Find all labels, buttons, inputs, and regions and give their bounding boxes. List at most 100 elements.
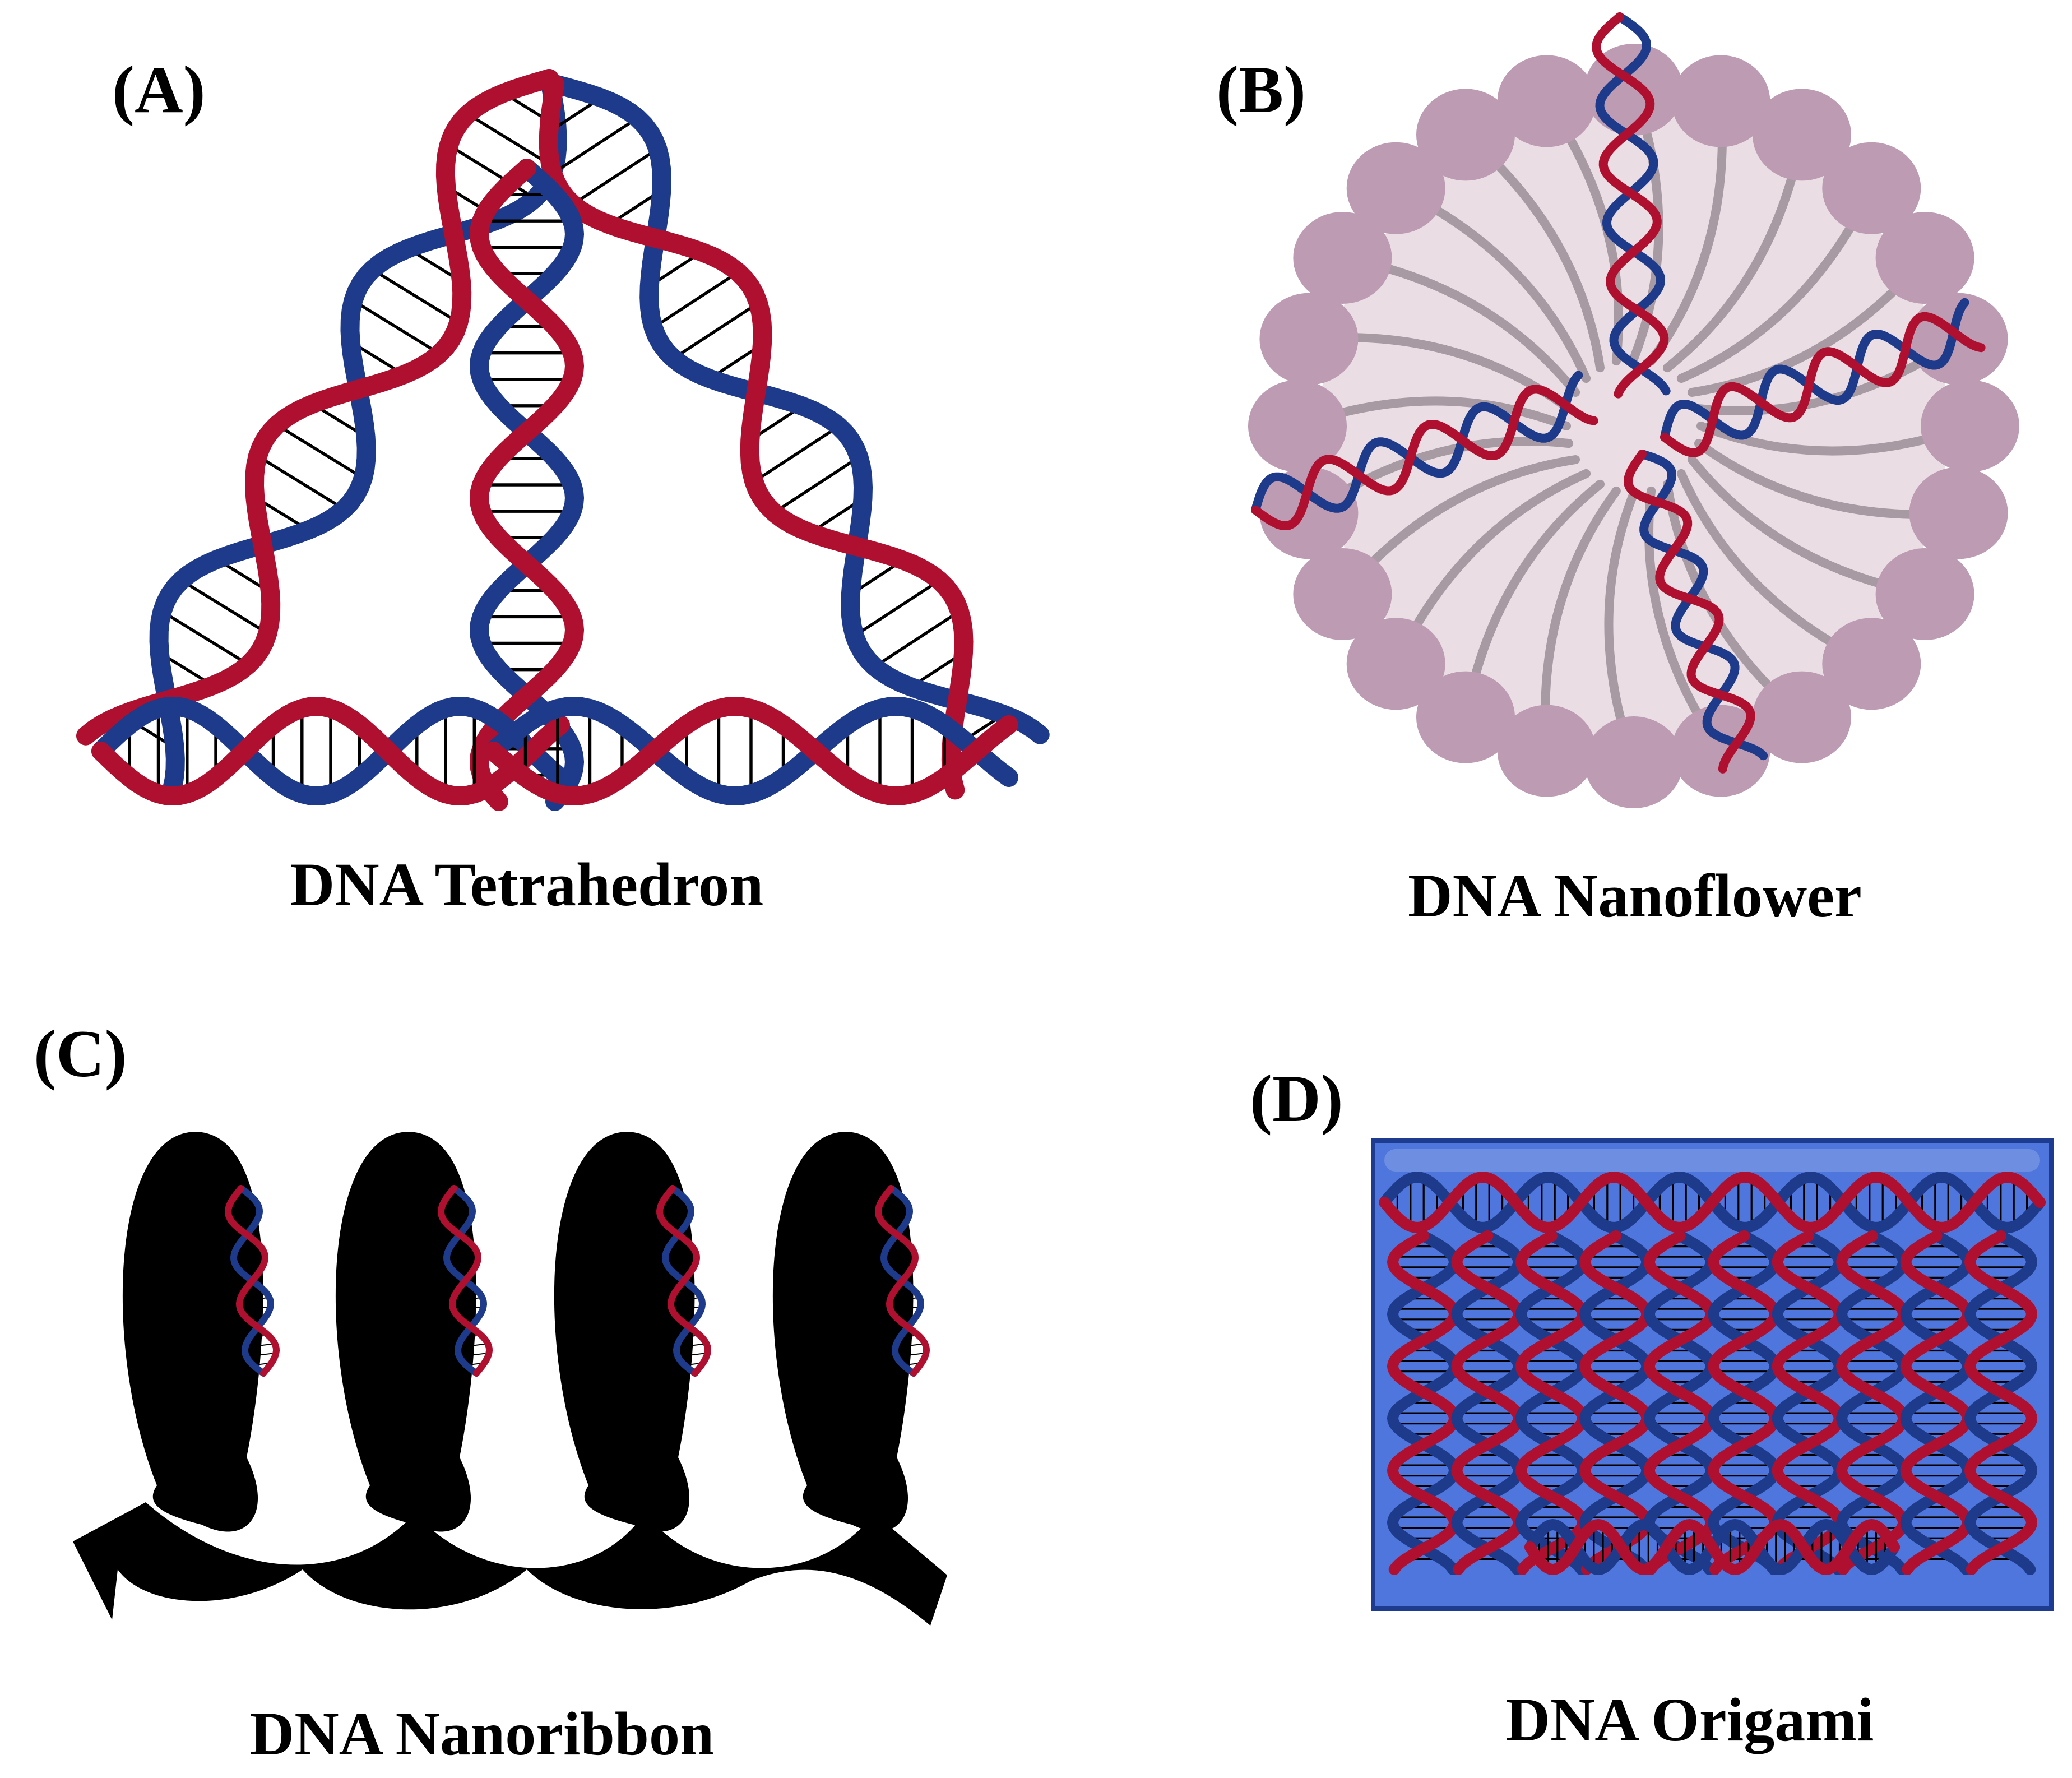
edge-base-left-helix (91, 697, 570, 805)
panel-d: (D) DNA Origami (1250, 1061, 2054, 1754)
dna-strand-right (1660, 298, 1986, 457)
ribbon-inner-edge (155, 1186, 231, 1436)
ribbon-dna (225, 1185, 280, 1377)
ribbon-outer-loop (772, 1132, 914, 1532)
lipid-head (1416, 671, 1515, 763)
base-pairs (660, 1196, 708, 1366)
panel-b-letter: (B) (1216, 52, 1306, 127)
base-pairs (1538, 1526, 1886, 1568)
ribbon-outer-loop (335, 1132, 476, 1532)
edge-left-helix (76, 69, 567, 799)
panel-c-letter: (C) (34, 1016, 127, 1091)
base-pairs (128, 708, 505, 794)
lipid-head (1822, 618, 1921, 710)
strand-red (438, 1185, 493, 1377)
lipid-head (1248, 380, 1347, 472)
strand-red (1387, 1230, 1460, 1575)
panel-b: (B) DNA Nanoflower (1216, 12, 2019, 930)
base-pairs (878, 1196, 926, 1366)
strand-blue (1251, 371, 1583, 515)
base-pairs (1971, 1245, 2031, 1560)
lipid-head (1921, 380, 2019, 472)
origami-column-helix (1708, 1230, 1781, 1575)
lipid-head (1875, 548, 1974, 640)
strand-blue (91, 697, 570, 805)
strand-blue (1964, 1230, 2037, 1575)
lipid-head (1346, 142, 1445, 234)
panel-c: (C) DNA Nanoribbon (34, 1016, 947, 1768)
base-pairs (1458, 1245, 1517, 1560)
strand-blue (1772, 1230, 1845, 1575)
base-pairs (1396, 1178, 2028, 1226)
strand-red (1592, 12, 1669, 399)
strand-blue (1451, 1230, 1524, 1575)
base-pairs (548, 96, 1005, 750)
lipid-head (1293, 212, 1392, 304)
base-pairs (1587, 1245, 1645, 1560)
strand-red (1451, 1230, 1524, 1575)
lipid-heads (1248, 44, 2019, 808)
strand-blue (1595, 12, 1671, 396)
panel-a-letter: (A) (112, 52, 206, 127)
micelle-core (1320, 112, 1948, 740)
panel-b-caption: DNA Nanoflower (1408, 862, 1862, 930)
lipid-head (1497, 705, 1596, 797)
ribbon-base (73, 1502, 947, 1626)
ribbon-inner-edge (586, 1186, 663, 1436)
lipid-head (1822, 142, 1921, 234)
panel-c-caption: DNA Nanoribbon (250, 1700, 714, 1768)
tile-highlight (1384, 1149, 2040, 1172)
strand-red (1624, 450, 1755, 774)
ribbon-outer-loop (122, 1132, 263, 1532)
strand-blue (1643, 1230, 1717, 1575)
strand-blue (1579, 1230, 1653, 1575)
origami-column-helix (1772, 1230, 1845, 1575)
panel-a: (A) DNA Tetrahedron (76, 52, 1050, 919)
base-pairs (120, 91, 558, 749)
lipid-head (1753, 89, 1851, 181)
dna-strand-top (1592, 12, 1671, 399)
edge-base-right-helix (484, 697, 1018, 805)
origami-column-helix (1515, 1230, 1588, 1575)
strand-blue (1836, 1230, 1909, 1575)
strand-blue (149, 69, 567, 799)
strand-red (1643, 1230, 1717, 1575)
ribbon-inner-edge (368, 1186, 444, 1436)
strand-blue (545, 75, 1050, 744)
strand-blue (1387, 1230, 1460, 1575)
panel-a-caption: DNA Tetrahedron (290, 850, 764, 919)
nanoflower-illustration (1248, 12, 2019, 808)
tetrahedron-illustration (76, 69, 1050, 811)
strand-red (470, 159, 584, 811)
origami-column-helix (1643, 1230, 1717, 1575)
strand-red (539, 75, 974, 800)
ribbon-dna (438, 1185, 493, 1377)
lipid-head (1584, 716, 1683, 808)
strand-red (225, 1185, 280, 1377)
origami-column-helix (1451, 1230, 1524, 1575)
strand-red (1579, 1230, 1653, 1575)
base-pairs (1779, 1245, 1838, 1560)
lipid-head (1909, 467, 2008, 559)
strand-red (76, 69, 559, 746)
nanoribbon-illustration (73, 1132, 947, 1626)
strand-blue (1900, 1230, 1973, 1575)
strand-red (1964, 1230, 2037, 1575)
strand-red (1708, 1230, 1781, 1575)
origami-scaffold-bottom (1524, 1519, 1900, 1575)
base-pairs (441, 1196, 489, 1366)
origami-column-helix (1579, 1230, 1653, 1575)
lipid-head (1416, 89, 1515, 181)
strand-blue (1638, 450, 1768, 761)
ribbon-loop-2 (335, 1132, 493, 1532)
lipid-head (1293, 548, 1392, 640)
strand-red (1772, 1230, 1845, 1575)
strand-red (1900, 1230, 1973, 1575)
dna-strand-bottom (1624, 450, 1768, 774)
panel-d-letter: (D) (1250, 1061, 1343, 1136)
ribbon-dna (656, 1185, 711, 1377)
origami-column-helix (1387, 1230, 1460, 1575)
origami-scaffold-top (1379, 1172, 2046, 1233)
strand-red (1836, 1230, 1909, 1575)
